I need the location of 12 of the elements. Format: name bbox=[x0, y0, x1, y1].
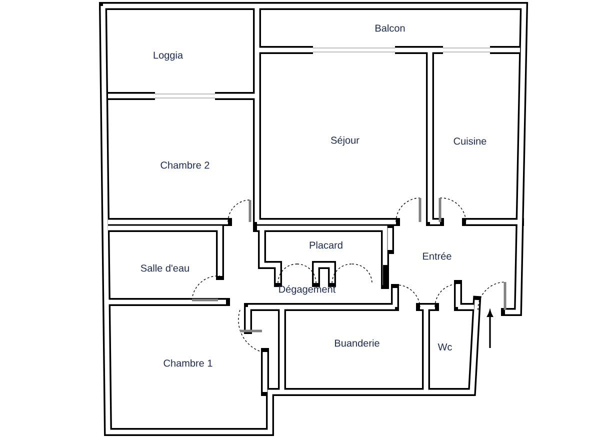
room-label: Séjour bbox=[331, 136, 360, 146]
room-label: Buanderie bbox=[335, 339, 380, 347]
room-label: Chambre 1 bbox=[164, 359, 212, 367]
room-label: Cuisine bbox=[454, 137, 486, 145]
room-label: Placard bbox=[310, 241, 342, 249]
room-label: Entrée bbox=[423, 252, 452, 260]
room-label: Loggia bbox=[154, 51, 184, 61]
room-label: Chambre 2 bbox=[160, 161, 210, 169]
room-label: Salle d'eau bbox=[140, 264, 189, 272]
room-label: Wc bbox=[438, 344, 452, 350]
room-label: Dégagement bbox=[279, 285, 336, 295]
room-label: Balcon bbox=[376, 24, 405, 32]
